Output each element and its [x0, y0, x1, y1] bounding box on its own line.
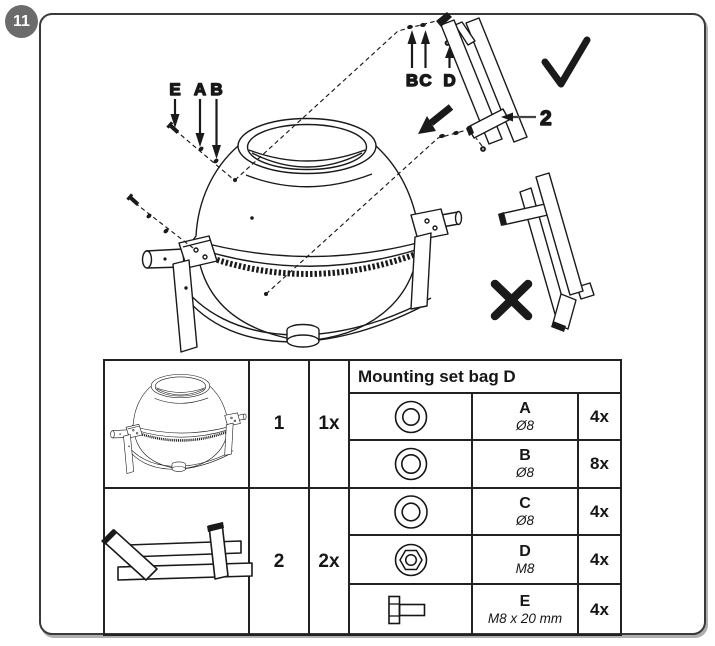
parts-table: 1 1x 2 2x Mounting set bag D A Ø8 4x — [103, 359, 622, 636]
part-b-qty: 8x — [579, 441, 620, 489]
part-c-icon-cell — [350, 489, 473, 536]
part-e-qty: 4x — [590, 599, 609, 619]
assembly-2-image-cell — [105, 489, 250, 634]
part-a-label-cell: A Ø8 — [473, 394, 579, 441]
part-size: Ø8 — [515, 417, 534, 433]
part-e-label-cell: E M8 x 20 mm — [473, 585, 579, 634]
part-size: Ø8 — [515, 465, 534, 481]
assembly-2-qty: 2x — [310, 489, 350, 634]
step-number-badge: 11 — [5, 5, 38, 38]
part-d-qty: 4x — [579, 536, 620, 585]
part-letter: A — [519, 399, 531, 417]
assembly-1-qty: 1x — [310, 361, 350, 489]
nut-icon — [394, 543, 427, 576]
part-letter: D — [519, 542, 531, 560]
mounting-set-header: Mounting set bag D — [350, 361, 620, 394]
part-b-icon-cell — [350, 441, 473, 489]
part-d-icon-cell — [350, 536, 473, 585]
part-a-icon-cell — [350, 394, 473, 441]
bolt-icon — [387, 595, 425, 624]
assembly-2-ref: 2 — [250, 489, 310, 634]
washer-icon — [394, 447, 427, 481]
part-size: M8 — [515, 560, 535, 576]
part-c-label-cell: C Ø8 — [473, 489, 579, 536]
assembly-1-ref: 1 — [250, 361, 310, 489]
part-size: M8 x 20 mm — [487, 610, 563, 626]
part-e-icon-cell — [350, 585, 473, 634]
washer-icon — [394, 400, 427, 433]
part-a-qty: 4x — [579, 394, 620, 441]
washer-icon — [393, 494, 428, 529]
assembly-1-image-cell — [105, 361, 250, 489]
part-letter: B — [519, 447, 531, 465]
part-letter: C — [519, 494, 531, 512]
part-letter: E — [519, 592, 531, 610]
part-c-qty: 4x — [579, 489, 620, 536]
part-b-label-cell: B Ø8 — [473, 441, 579, 489]
part-d-label-cell: D M8 — [473, 536, 579, 585]
part-size: Ø8 — [515, 512, 534, 528]
